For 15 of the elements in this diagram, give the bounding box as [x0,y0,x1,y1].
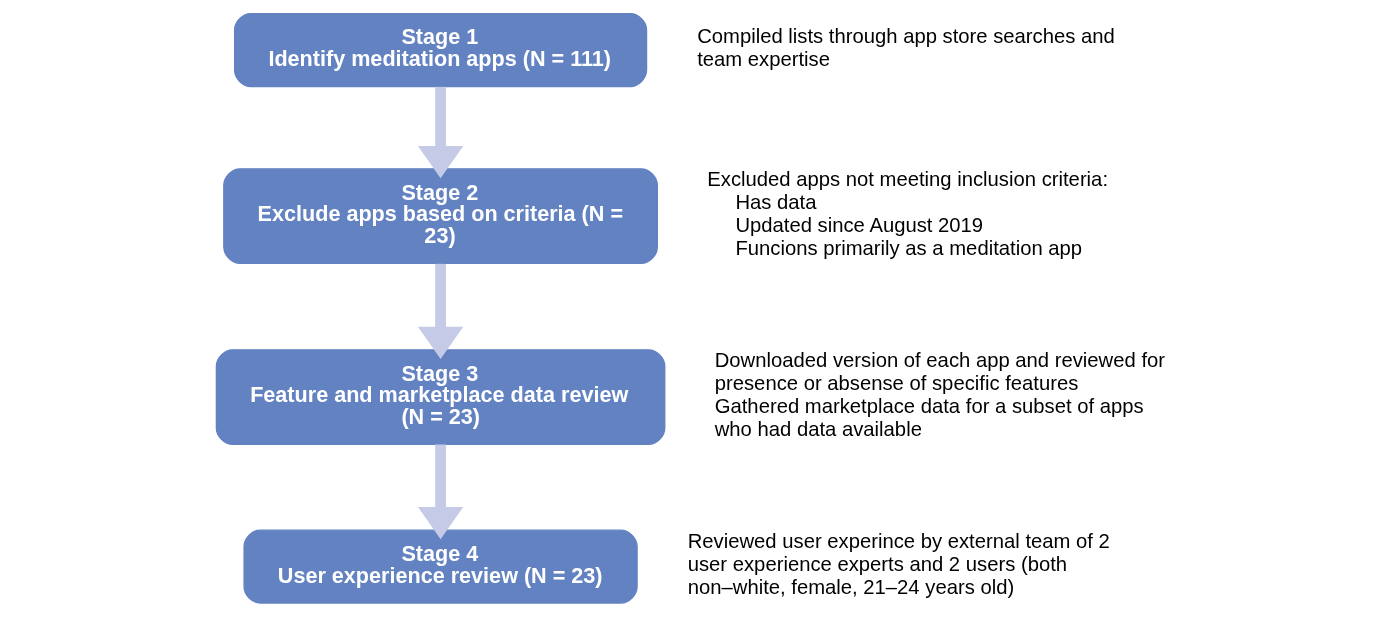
node-box: Stage 1 Identify meditation apps (N = 111) [233,12,647,88]
node-label: Has data [734,191,816,214]
arrow [417,444,463,540]
node-label: Excluded apps not meeting inclusion criteria: [706,168,1108,191]
node-box: Stage 2 Exclude apps based on criteria (N = 23) [222,168,658,265]
node-label: Downloaded version of each app and reviewed for presence or absense of specific features [714,349,1165,395]
node-label: Updated since August 2019 [734,214,983,237]
node-label: Gathered marketplace data for a subset of apps who had data available [714,395,1144,441]
node-label: Compiled lists through app store searches and team expertise [696,25,1115,71]
node-box: Stage 3 Feature and marketplace data review (N = 23) [215,349,665,446]
node-label: Funcions primarily as a meditation app [734,237,1082,260]
node-box: Stage 4 User experience review (N = 23) [242,529,638,604]
arrow [417,263,463,360]
node-label: Reviewed user experince by external team of 2 user experience experts and 2 users (both non–white, female, 21–24 years old) [687,530,1110,599]
arrow [417,86,463,179]
